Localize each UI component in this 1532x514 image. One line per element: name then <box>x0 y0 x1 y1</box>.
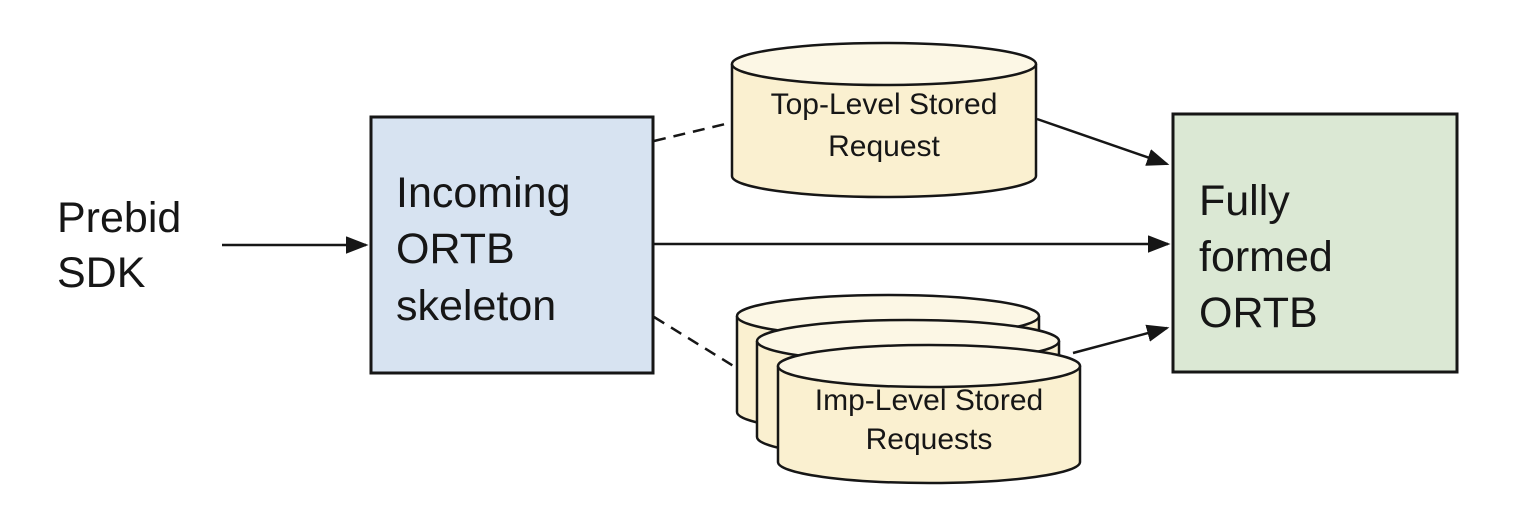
top-level-stored-request-cylinder: Top-Level Stored Request <box>730 41 1038 199</box>
database-cylinder-front: Imp-Level Stored Requests <box>776 343 1082 485</box>
incoming-ortb-skeleton-node: Incoming ORTB skeleton <box>369 115 655 375</box>
incoming-ortb-line-2: ORTB <box>396 225 515 273</box>
incoming-ortb-skeleton-box <box>369 115 655 375</box>
fully-formed-line-2: formed <box>1199 233 1333 281</box>
prebid-sdk-label: Prebid SDK <box>57 194 181 297</box>
imp-level-stored-requests-cylinders: Imp-Level Stored Requests <box>735 293 1082 485</box>
fully-formed-line-3: ORTB <box>1199 289 1318 337</box>
edge-skeleton-to-imp-level-dashed <box>653 315 741 372</box>
incoming-ortb-line-1: Incoming <box>396 169 570 217</box>
database-cylinder-body <box>776 366 1082 485</box>
imp-level-line-2: Requests <box>866 423 993 456</box>
database-cylinder-top <box>776 343 1082 389</box>
prebid-sdk-line-2: SDK <box>57 249 146 297</box>
prebid-sdk-line-1: Prebid <box>57 194 181 242</box>
top-level-line-1: Top-Level Stored <box>771 88 998 121</box>
fully-formed-ortb-box <box>1171 112 1459 374</box>
database-cylinder-top <box>730 41 1038 87</box>
edge-top-level-to-fully-formed <box>1036 117 1170 166</box>
fully-formed-ortb-node: Fully formed ORTB <box>1171 112 1459 374</box>
fully-formed-line-1: Fully <box>1199 177 1290 225</box>
database-cylinder-body <box>730 64 1038 199</box>
edge-imp-level-to-fully-formed <box>1072 324 1170 355</box>
incoming-ortb-line-3: skeleton <box>396 282 556 330</box>
imp-level-line-1: Imp-Level Stored <box>815 384 1043 417</box>
top-level-line-2: Request <box>828 130 940 163</box>
edge-skeleton-to-top-level-dashed <box>653 119 739 143</box>
